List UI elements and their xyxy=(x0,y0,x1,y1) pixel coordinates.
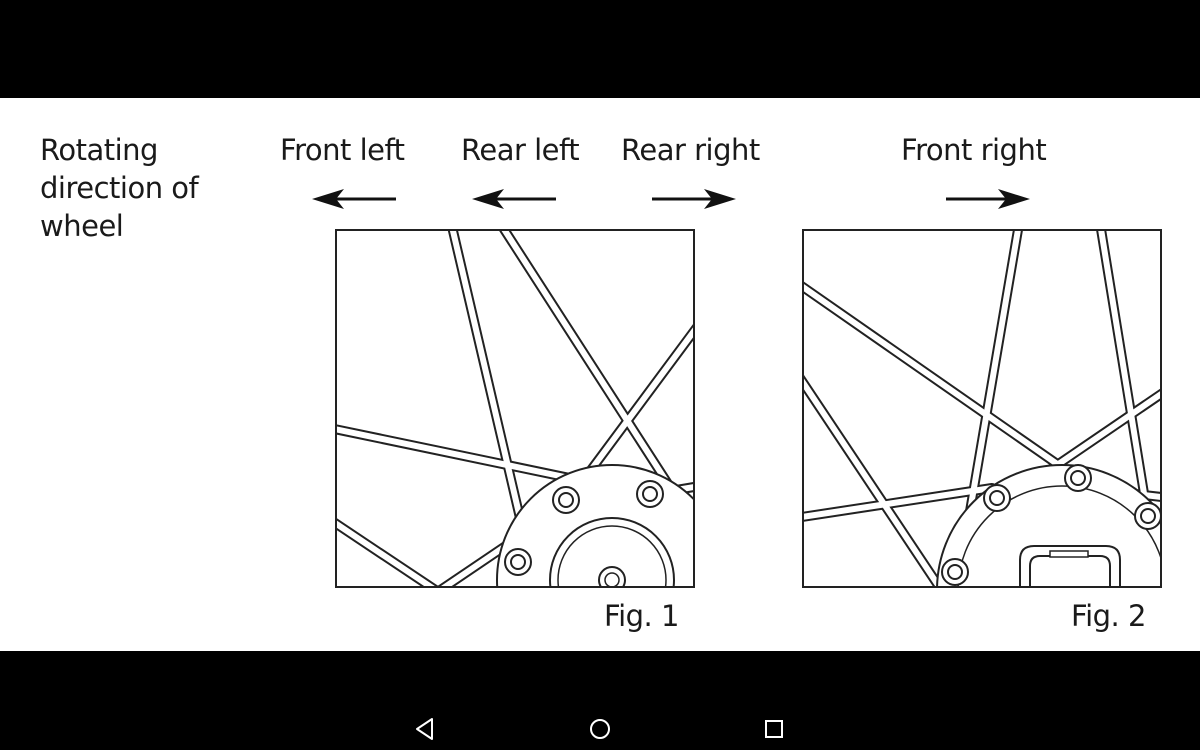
fig1-caption: Fig. 1 xyxy=(604,599,679,633)
rotating-direction-label: Rotating direction of wheel xyxy=(40,133,199,243)
fig1-wheel-illustration xyxy=(335,229,695,588)
arrow-left-front-left xyxy=(312,189,396,209)
front-left-label: Front left xyxy=(280,133,405,167)
home-circle-icon[interactable] xyxy=(585,714,615,744)
diagram-area: Rotating direction of wheel Front left R… xyxy=(0,98,1200,651)
arrow-right-front-right xyxy=(946,189,1030,209)
front-right-label: Front right xyxy=(901,133,1047,167)
rear-right-label: Rear right xyxy=(621,133,760,167)
fig2-caption: Fig. 2 xyxy=(1071,599,1146,633)
fig2-wheel-illustration xyxy=(802,229,1162,588)
arrow-right-rear-right xyxy=(652,189,736,209)
navigation-bar xyxy=(0,651,1200,750)
rear-left-label: Rear left xyxy=(461,133,580,167)
back-triangle-icon[interactable] xyxy=(410,714,440,744)
arrow-left-rear-left xyxy=(472,189,556,209)
status-bar xyxy=(0,0,1200,98)
recents-square-icon[interactable] xyxy=(759,714,789,744)
